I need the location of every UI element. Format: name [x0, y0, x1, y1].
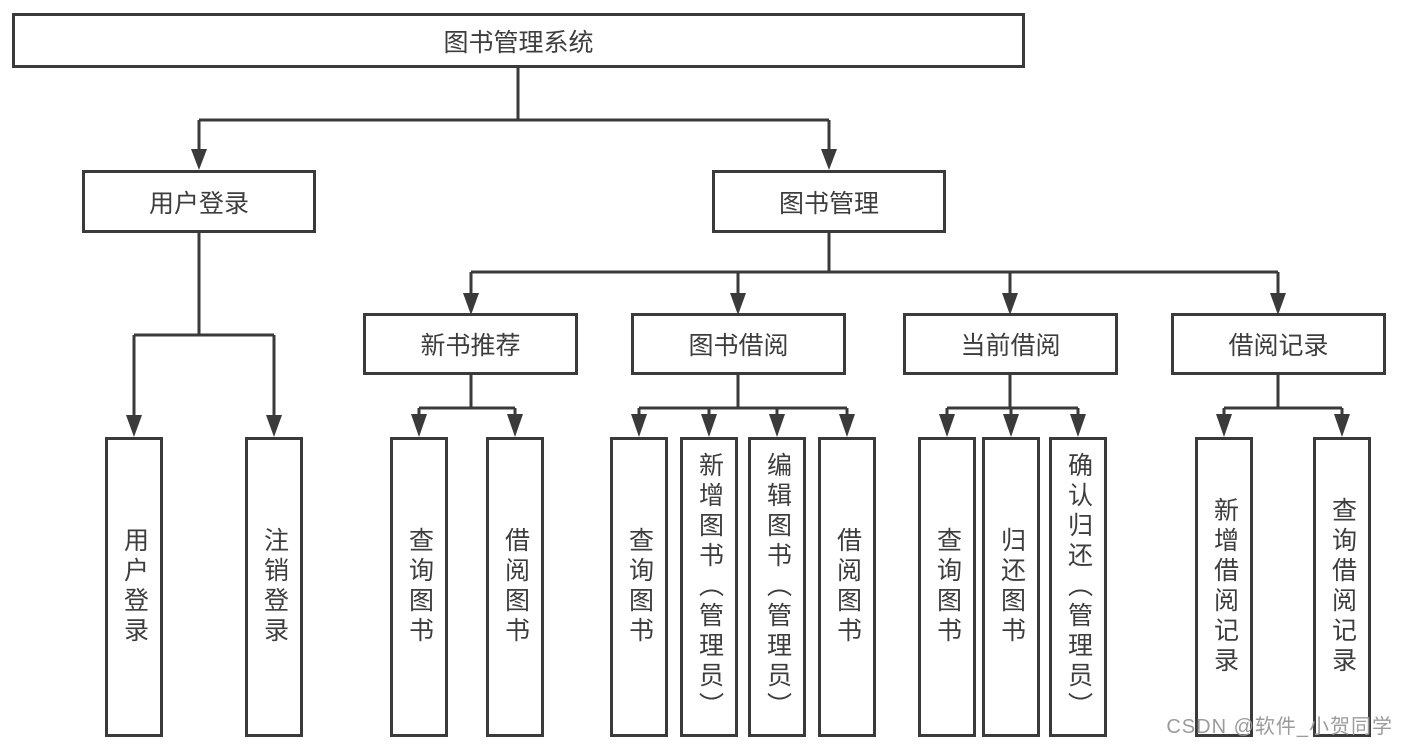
- node-new-book-recommend-label: 新书推荐: [420, 332, 521, 360]
- arrow-down-icon: [266, 415, 282, 437]
- arrow-down-icon: [507, 414, 523, 437]
- leaf-borrow-books-newbook: 借阅图书: [486, 437, 544, 737]
- arrow-down-icon: [939, 414, 955, 437]
- node-borrow-records-label: 借阅记录: [1228, 332, 1329, 360]
- node-book-management: 图书管理: [712, 170, 946, 233]
- node-book-borrow: 图书借阅: [631, 313, 846, 375]
- leaf-add-borrow-record: 新增借阅记录: [1195, 437, 1253, 737]
- connector-borrow-records: [1222, 375, 1344, 417]
- connector-user-login: [132, 233, 276, 418]
- leaf-borrow-books-borrow: 借阅图书: [818, 437, 876, 737]
- leaf-user-login: 用户登录: [105, 437, 163, 737]
- leaf-logout: 注销登录: [245, 437, 303, 737]
- node-root: 图书管理系统: [12, 13, 1025, 68]
- arrow-down-icon: [1070, 414, 1086, 437]
- watermark: CSDN @软件_小贺同学: [1166, 716, 1393, 738]
- arrow-down-icon: [1216, 414, 1232, 437]
- leaf-query-books-borrow-label: 查询图书: [625, 527, 654, 647]
- leaf-query-books-current: 查询图书: [918, 437, 976, 737]
- leaf-query-books-borrow: 查询图书: [610, 437, 668, 737]
- arrow-down-icon: [126, 415, 142, 437]
- connector-root: [197, 68, 831, 151]
- arrow-down-icon: [631, 414, 647, 437]
- arrow-down-icon: [1003, 414, 1019, 437]
- leaf-confirm-return-admin-label: 确认归还（管理员）: [1064, 452, 1093, 722]
- arrow-down-icon: [730, 293, 746, 315]
- leaf-add-borrow-record-label: 新增借阅记录: [1210, 497, 1239, 677]
- leaf-query-borrow-record: 查询借阅记录: [1313, 437, 1371, 737]
- leaf-query-borrow-record-label: 查询借阅记录: [1328, 497, 1357, 677]
- leaf-user-login-label: 用户登录: [120, 527, 149, 647]
- arrow-down-icon: [191, 149, 207, 170]
- arrow-down-icon: [411, 414, 427, 437]
- leaf-query-books-newbook-label: 查询图书: [405, 527, 434, 647]
- arrow-down-icon: [701, 414, 717, 437]
- node-book-management-label: 图书管理: [778, 189, 879, 218]
- node-user-login: 用户登录: [82, 170, 316, 233]
- leaf-add-book-admin: 新增图书（管理员）: [680, 437, 738, 737]
- leaf-query-books-current-label: 查询图书: [933, 527, 962, 647]
- arrowheads: [126, 149, 1350, 437]
- connector-current-borrow: [945, 375, 1080, 417]
- leaf-add-book-admin-label: 新增图书（管理员）: [695, 452, 724, 722]
- connector-new-book: [417, 375, 517, 417]
- leaf-edit-book-admin: 编辑图书（管理员）: [748, 437, 806, 737]
- arrow-down-icon: [821, 149, 837, 170]
- arrow-down-icon: [1002, 293, 1018, 315]
- leaf-confirm-return-admin: 确认归还（管理员）: [1049, 437, 1107, 737]
- arrow-down-icon: [1334, 414, 1350, 437]
- leaf-borrow-books-borrow-label: 借阅图书: [833, 527, 862, 647]
- node-book-borrow-label: 图书借阅: [688, 332, 789, 360]
- arrow-down-icon: [1270, 293, 1286, 315]
- leaf-return-books-label: 归还图书: [997, 527, 1026, 647]
- arrow-down-icon: [769, 414, 785, 437]
- node-user-login-label: 用户登录: [148, 189, 249, 218]
- connector-book-borrow: [637, 375, 849, 417]
- arrow-down-icon: [839, 414, 855, 437]
- connector-book-management: [469, 233, 1280, 296]
- node-new-book-recommend: 新书推荐: [363, 313, 578, 375]
- leaf-return-books: 归还图书: [982, 437, 1040, 737]
- arrow-down-icon: [463, 293, 479, 315]
- node-current-borrow-label: 当前借阅: [960, 332, 1061, 360]
- leaf-borrow-books-newbook-label: 借阅图书: [501, 527, 530, 647]
- node-current-borrow: 当前借阅: [903, 313, 1118, 375]
- leaf-edit-book-admin-label: 编辑图书（管理员）: [763, 452, 792, 722]
- node-root-label: 图书管理系统: [443, 28, 594, 57]
- leaf-query-books-newbook: 查询图书: [390, 437, 448, 737]
- leaf-logout-label: 注销登录: [260, 527, 289, 647]
- node-borrow-records: 借阅记录: [1171, 313, 1386, 375]
